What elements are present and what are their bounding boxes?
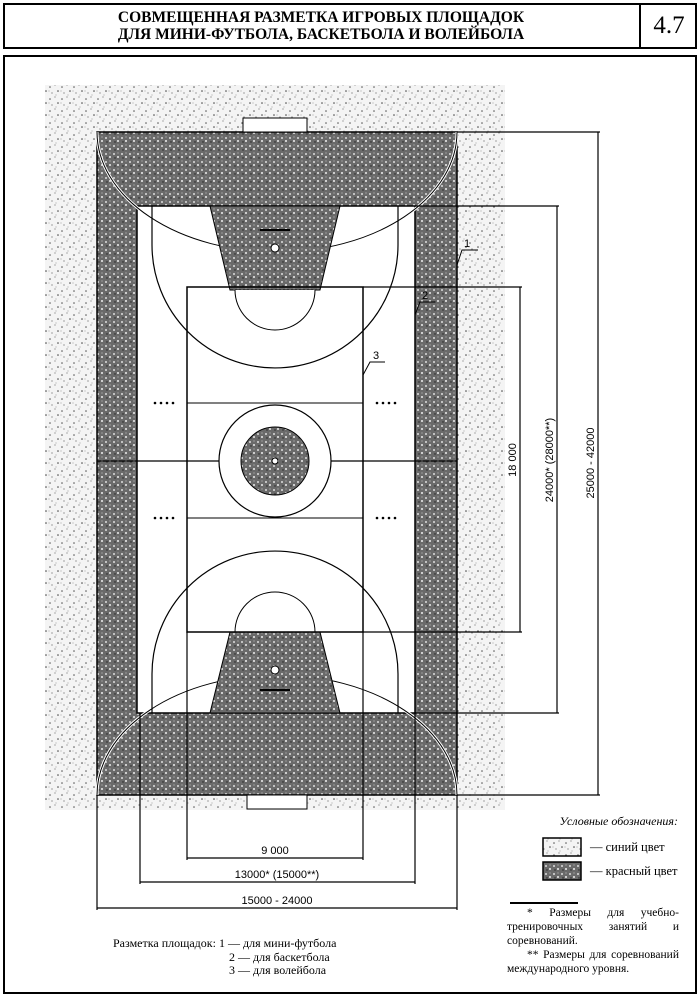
- drawing-frame: [3, 55, 697, 994]
- dim-basketball-length: 24000* (28000**): [544, 418, 556, 502]
- callout-1: 1: [464, 238, 470, 250]
- legend-title: Условные обозначения:: [559, 814, 678, 828]
- footnote-2: ** Размеры для соревнований международно…: [507, 949, 679, 975]
- footnote-1: * Размеры для учебно-тренировочных занят…: [507, 907, 679, 947]
- hoop-top: [270, 243, 280, 253]
- legend-item-red: — красный цвет: [590, 864, 678, 878]
- legend-swatch-red: [542, 861, 582, 881]
- hoop-bottom: [270, 665, 280, 675]
- footnotes: * Размеры для учебно-тренировочных занят…: [507, 906, 679, 976]
- callout-3: 3: [373, 350, 379, 362]
- three-point-bottom: [151, 550, 399, 713]
- dim-basketball-width: 13000* (15000**): [235, 869, 319, 881]
- header: СОВМЕЩЕННАЯ РАЗМЕТКА ИГРОВЫХ ПЛОЩАДОК ДЛ…: [3, 3, 697, 49]
- goal-bottom: [246, 794, 308, 810]
- volleyball-court: [186, 286, 364, 633]
- markup-item-2: 2 — для баскетбола: [229, 949, 330, 964]
- markup-item-1: 1 — для мини-футбола: [218, 936, 337, 950]
- dim-volleyball-width: 9 000: [261, 845, 289, 857]
- title-line-1: СОВМЕЩЕННАЯ РАЗМЕТКА ИГРОВЫХ ПЛОЩАДОК: [117, 9, 525, 26]
- legend-item-blue: — синий цвет: [590, 840, 665, 854]
- three-point-top: [151, 206, 399, 369]
- title-line-2: ДЛЯ МИНИ-ФУТБОЛА, БАСКЕТБОЛА И ВОЛЕЙБОЛА: [117, 26, 525, 43]
- markup-item-3: 3 — для волейбола: [229, 963, 327, 977]
- dim-field-width: 15000 - 24000: [242, 895, 313, 907]
- markup-legend: Разметка площадок: 1 — для мини-футбола …: [113, 936, 337, 978]
- page-title: СОВМЕЩЕННАЯ РАЗМЕТКА ИГРОВЫХ ПЛОЩАДОК ДЛ…: [5, 9, 637, 43]
- dim-field-length: 25000 - 42000: [585, 428, 597, 499]
- legend-swatch-blue: [542, 837, 582, 857]
- dim-volleyball-length: 18 000: [507, 443, 519, 477]
- callout-2: 2: [422, 290, 428, 302]
- markup-label: Разметка площадок:: [113, 936, 216, 950]
- section-number: 4.7: [639, 5, 697, 47]
- goal-top: [242, 117, 308, 133]
